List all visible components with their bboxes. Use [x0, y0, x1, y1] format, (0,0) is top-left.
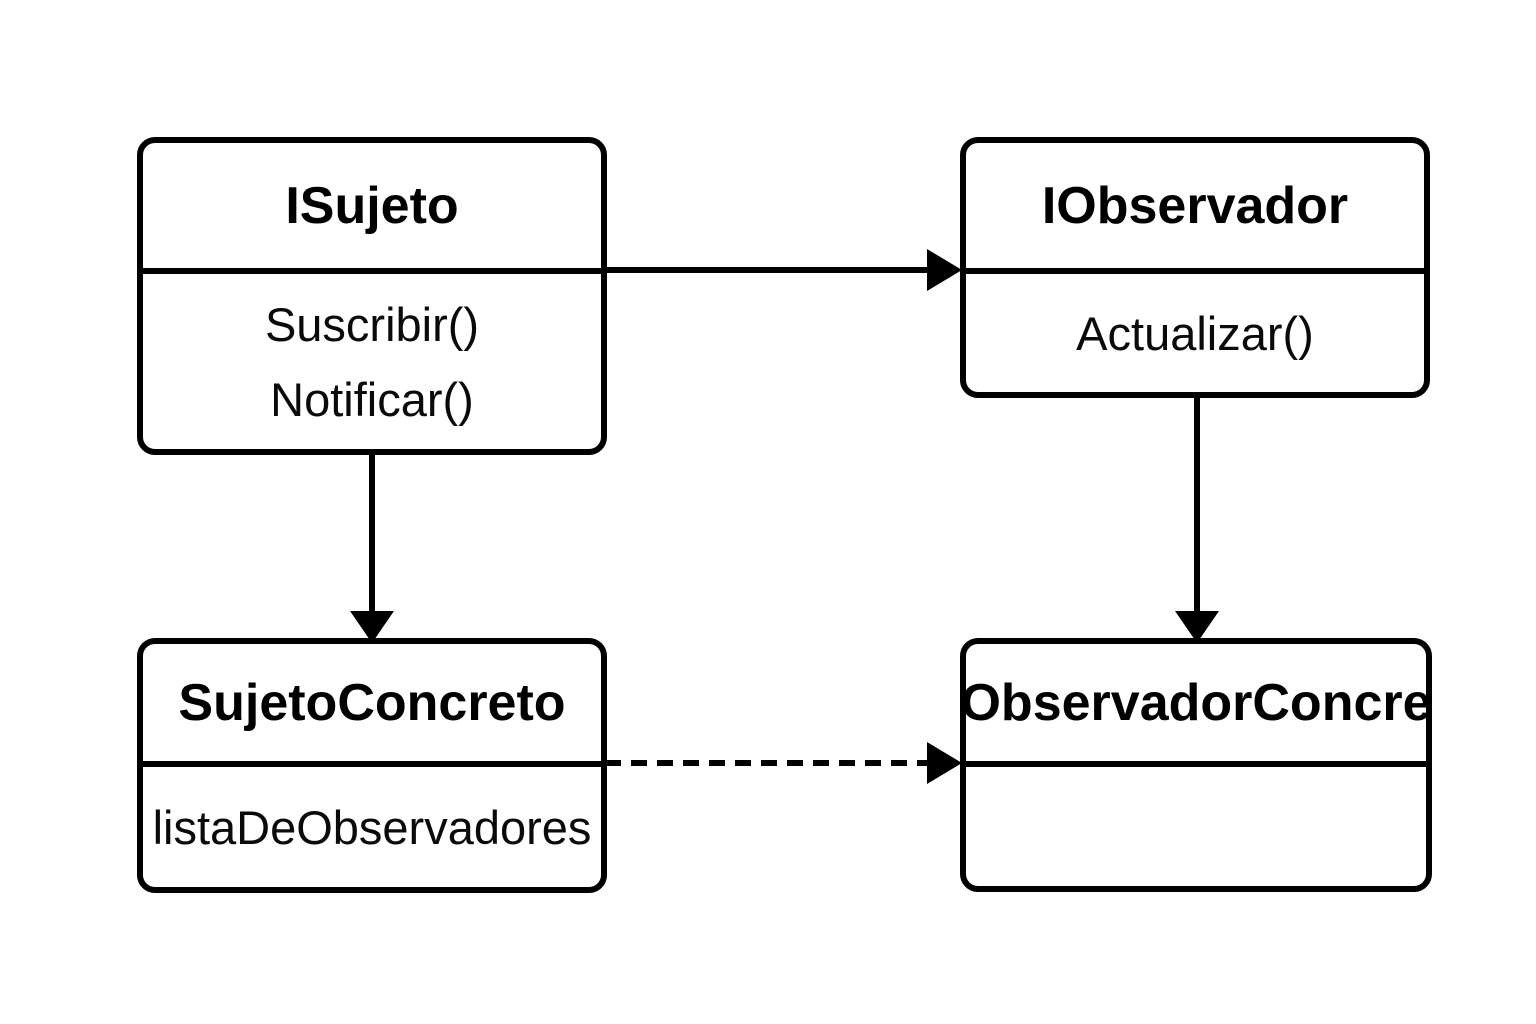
class-box-isujeto: ISujeto Suscribir() Notificar() [137, 137, 607, 455]
class-member: Suscribir() [264, 297, 480, 351]
class-members: Suscribir() Notificar() [143, 274, 601, 449]
class-title: SujetoConcreto [143, 644, 601, 767]
class-members: Actualizar() [966, 274, 1424, 392]
class-members [966, 767, 1426, 886]
class-members: listaDeObservadores [143, 767, 601, 887]
class-box-observadorconcreto: ObservadorConcre [960, 638, 1432, 892]
arrow-isujeto-to-sujetoconcreto [350, 452, 394, 643]
class-box-iobservador: IObservador Actualizar() [960, 137, 1430, 398]
arrow-isujeto-to-iobservador [605, 249, 962, 291]
arrow-iobservador-to-observadorconcreto [1175, 395, 1219, 643]
class-member: Actualizar() [1076, 306, 1314, 360]
arrow-sujetoconcreto-to-observadorconcreto [605, 742, 962, 784]
class-title: IObservador [966, 143, 1424, 274]
class-title: ObservadorConcre [966, 644, 1426, 767]
class-member: listaDeObservadores [152, 800, 592, 854]
class-member: Notificar() [270, 372, 474, 426]
class-box-sujetoconcreto: SujetoConcreto listaDeObservadores [137, 638, 607, 893]
class-title: ISujeto [143, 143, 601, 274]
